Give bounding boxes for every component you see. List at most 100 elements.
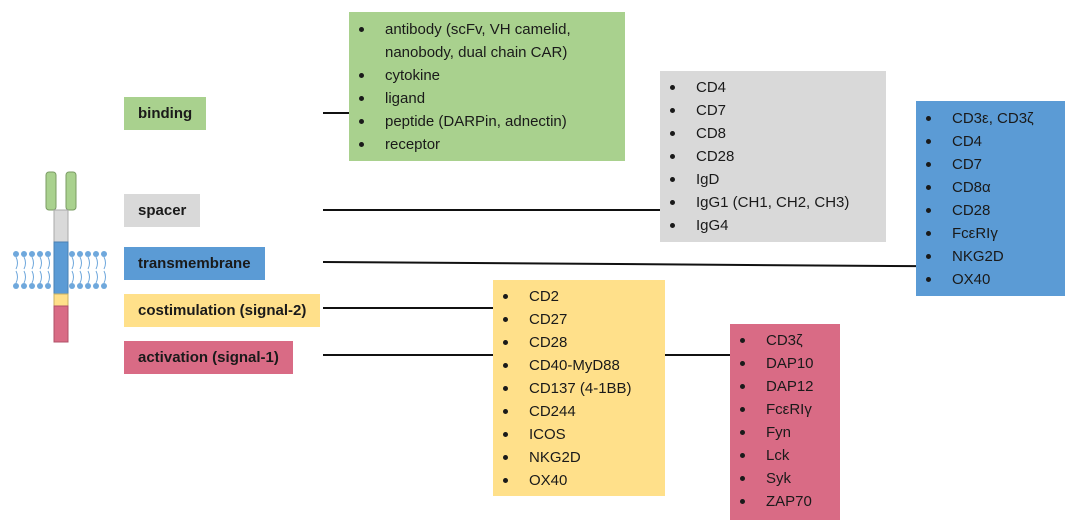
list-item: OX40 — [916, 268, 1065, 291]
binding-list: antibody (scFv, VH camelid, nanobody, dua… — [349, 18, 625, 156]
list-item: CD7 — [916, 153, 1065, 176]
lipid-head — [93, 251, 99, 257]
lipid-tail — [39, 256, 42, 270]
activation-domain — [53, 305, 69, 343]
list-item: CD244 — [493, 400, 665, 423]
car-receptor-illustration — [13, 171, 107, 343]
lipid-tail — [95, 256, 98, 270]
spacer-connector — [323, 209, 661, 211]
lipid-tail — [79, 270, 82, 284]
costimulation-domain — [53, 293, 69, 307]
lipid-tail — [95, 270, 98, 284]
lipid-tail — [103, 256, 106, 270]
list-item: OX40 — [493, 469, 665, 492]
lipid-head — [21, 251, 27, 257]
list-item: CD3ε, CD3ζ — [916, 107, 1065, 130]
list-item: DAP12 — [730, 375, 840, 398]
list-item: CD40-MyD88 — [493, 354, 665, 377]
list-item: DAP10 — [730, 352, 840, 375]
list-item: CD4 — [916, 130, 1065, 153]
list-item: peptide (DARPin, adnectin) — [349, 110, 625, 133]
spacer-label: spacer — [124, 194, 201, 227]
list-item: NKG2D — [916, 245, 1065, 268]
list-item: NKG2D — [493, 446, 665, 469]
transmembrane-domain — [53, 241, 69, 295]
list-item: antibody (scFv, VH camelid, — [349, 18, 625, 41]
list-item: nanobody, dual chain CAR) — [385, 44, 568, 61]
lipid-head — [77, 283, 83, 289]
lipid-head — [69, 251, 75, 257]
lipid-head — [21, 283, 27, 289]
lipid-tail — [79, 256, 82, 270]
lipid-tail — [87, 270, 90, 284]
lipid-tail — [39, 270, 42, 284]
activation-connector — [323, 354, 493, 356]
list-item: CD2 — [493, 285, 665, 308]
lipid-head — [29, 283, 35, 289]
list-item: FcεRIγ — [916, 222, 1065, 245]
activation-label: activation (signal-1) — [124, 341, 293, 374]
lipid-head — [85, 251, 91, 257]
binding-label: binding — [124, 97, 207, 130]
lipid-tail — [15, 270, 18, 284]
list-item: CD137 (4-1BB) — [493, 377, 665, 400]
list-item: ZAP70 — [730, 490, 840, 513]
list-item: IgD — [660, 168, 886, 191]
costimulation-connector — [323, 307, 493, 309]
list-item: Lck — [730, 444, 840, 467]
list-item: CD27 — [493, 308, 665, 331]
list-item: cytokine — [349, 64, 625, 87]
list-item: receptor — [349, 133, 625, 156]
list-item: CD28 — [660, 145, 886, 168]
list-item: CD3ζ — [730, 329, 840, 352]
lipid-tail — [47, 256, 50, 270]
list-item: Syk — [730, 467, 840, 490]
signal-connector — [665, 354, 731, 356]
list-item: CD28 — [493, 331, 665, 354]
lipid-head — [69, 283, 75, 289]
lipid-head — [37, 283, 43, 289]
transmembrane-connector — [322, 261, 917, 268]
lipid-tail — [47, 270, 50, 284]
lipid-head — [13, 283, 19, 289]
lipid-head — [45, 283, 51, 289]
lipid-head — [45, 251, 51, 257]
lipid-tail — [71, 256, 74, 270]
lipid-head — [101, 251, 107, 257]
lipid-tail — [103, 270, 106, 284]
list-item: ICOS — [493, 423, 665, 446]
lipid-head — [101, 283, 107, 289]
lipid-head — [93, 283, 99, 289]
lipid-head — [13, 251, 19, 257]
lipid-tail — [31, 270, 34, 284]
binding-domain-left — [45, 171, 57, 211]
lipid-tail — [71, 270, 74, 284]
list-item: CD4 — [660, 76, 886, 99]
lipid-head — [29, 251, 35, 257]
lipid-tail — [23, 270, 26, 284]
list-item: CD7 — [660, 99, 886, 122]
lipid-tail — [23, 256, 26, 270]
binding-connector — [323, 112, 350, 114]
lipid-head — [77, 251, 83, 257]
lipid-tail — [31, 256, 34, 270]
list-item: FcεRIγ — [730, 398, 840, 421]
binding-domain-right — [65, 171, 77, 211]
membrane-lipids-icon — [13, 251, 107, 289]
list-item: Fyn — [730, 421, 840, 444]
costimulation-label: costimulation (signal-2) — [124, 294, 321, 327]
binding-box: antibody (scFv, VH camelid, nanobody, dua… — [349, 12, 625, 161]
lipid-head — [37, 251, 43, 257]
list-item: ligand — [349, 87, 625, 110]
lipid-head — [85, 283, 91, 289]
list-item: IgG4 — [660, 214, 886, 237]
lipid-tail — [15, 256, 18, 270]
